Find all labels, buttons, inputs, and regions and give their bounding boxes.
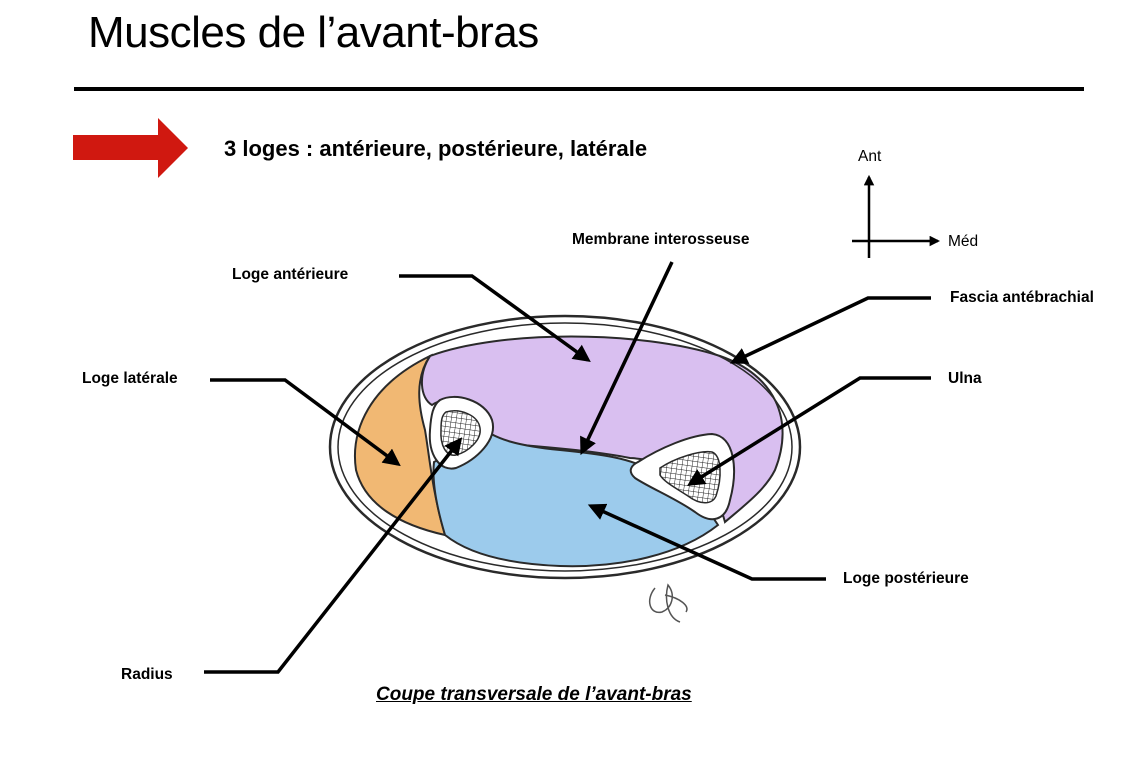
page-title: Muscles de l’avant-bras [88, 8, 539, 57]
label-loge-laterale: Loge latérale [82, 370, 178, 387]
label-membrane-interosseuse: Membrane interosseuse [572, 231, 750, 248]
title-divider [74, 87, 1084, 91]
leader-radius [204, 437, 463, 674]
leader-loge-posterieure [587, 503, 826, 581]
figure-caption: Coupe transversale de l’avant-bras [376, 684, 692, 705]
leader-membrane-interosseuse [580, 261, 674, 456]
axis-label-medial: Méd [948, 233, 979, 250]
label-loge-posterieure: Loge postérieure [843, 570, 969, 587]
leader-loge-laterale [210, 378, 401, 467]
red-arrow-icon [73, 118, 188, 178]
axis-label-anterior: Ant [858, 148, 882, 165]
leader-ulna [687, 376, 931, 486]
label-radius: Radius [121, 666, 173, 683]
label-loge-anterieure: Loge antérieure [232, 266, 349, 283]
author-signature [648, 583, 688, 623]
subtitle: 3 loges : antérieure, postérieure, latér… [224, 136, 648, 161]
orientation-compass-icon [852, 174, 941, 258]
label-fascia-antebrachial: Fascia antébrachial [950, 289, 1094, 306]
leader-fascia-antebrachial [729, 296, 931, 364]
label-ulna: Ulna [948, 370, 982, 387]
leader-loge-anterieure [399, 274, 591, 363]
